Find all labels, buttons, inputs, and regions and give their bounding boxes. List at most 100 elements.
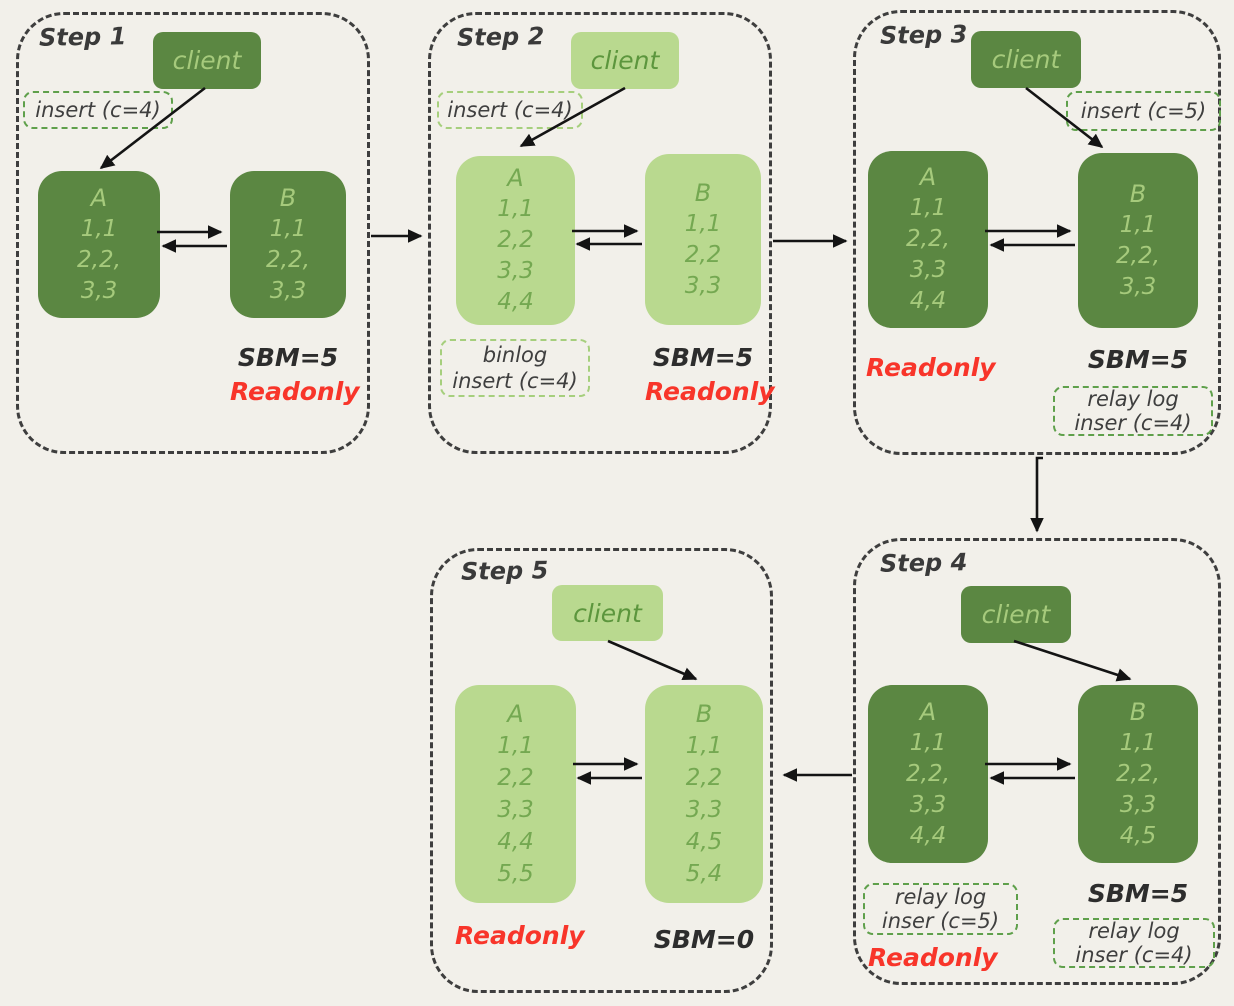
step-2-container: Step 2 client insert (c=4) A 1,1 2,2 3,3… [428, 12, 775, 454]
step-2-insert-tag: insert (c=4) [437, 91, 583, 129]
node-row: 2,2, [77, 246, 121, 273]
node-row: 1,1 [909, 729, 947, 756]
step-4-relay-log-a-tag: relay log inser (c=5) [863, 883, 1018, 935]
step-4-node-a: A 1,1 2,2, 3,3 4,4 [868, 685, 988, 863]
step-2-node-b: B 1,1 2,2 3,3 [645, 154, 761, 325]
node-row: 3,3 [80, 277, 118, 304]
step-3-insert-label: insert (c=5) [1080, 99, 1207, 123]
node-row: 3,3 [497, 258, 534, 284]
step-5-node-a: A 1,1 2,2 3,3 4,4 5,5 [455, 685, 576, 903]
node-title: A [919, 697, 937, 726]
node-title: A [90, 183, 108, 212]
node-row: 4,4 [909, 288, 947, 314]
node-row: 2,2, [906, 760, 950, 787]
relay-log-line: inser (c=4) [1074, 411, 1192, 435]
step-4-sbm-label: SBM=5 [1087, 879, 1189, 908]
node-row: 3,3 [684, 272, 722, 299]
step-2-readonly-label: Readonly [645, 377, 775, 406]
step-3-relay-log-tag: relay log inser (c=4) [1053, 386, 1213, 436]
step-1-node-b: B 1,1 2,2, 3,3 [230, 171, 346, 318]
binlog-line: binlog [482, 343, 548, 367]
step-2-insert-label: insert (c=4) [447, 98, 573, 122]
node-row: 1,1 [269, 215, 307, 242]
node-row: 2,2 [685, 765, 723, 791]
node-row: 4,4 [497, 829, 534, 855]
step-2-client-box: client [571, 32, 679, 89]
step-4-client-label: client [981, 600, 1051, 629]
node-title: A [919, 163, 937, 191]
node-title: B [1129, 179, 1147, 208]
node-row: 2,2 [497, 227, 534, 253]
step-1-client-label: client [172, 46, 242, 75]
node-title: B [279, 183, 297, 212]
step-1-sbm-label: SBM=5 [237, 343, 339, 372]
step-4-readonly-label: Readonly [868, 943, 998, 972]
step-5-node-b: B 1,1 2,2 3,3 4,5 5,4 [645, 685, 763, 903]
node-row: 1,1 [497, 196, 534, 222]
step-2-node-a: A 1,1 2,2 3,3 4,4 [456, 156, 575, 325]
binlog-line: insert (c=4) [452, 369, 578, 393]
node-row: 3,3 [909, 257, 947, 283]
node-title: A [507, 700, 524, 728]
step-3-title: Step 3 [879, 20, 968, 50]
node-row: 1,1 [909, 195, 947, 221]
node-row: 2,2, [906, 226, 950, 252]
step-4-node-b: B 1,1 2,2, 3,3 4,5 [1078, 685, 1198, 863]
node-row: 4,5 [685, 829, 723, 855]
node-row: 1,1 [80, 215, 118, 242]
step-2-title: Step 2 [456, 22, 545, 52]
step-1-node-a: A 1,1 2,2, 3,3 [38, 171, 160, 318]
step-5-readonly-label: Readonly [455, 921, 585, 950]
arrow-step3-to-step4 [1030, 456, 1044, 533]
node-row: 3,3 [269, 277, 307, 304]
step-3-node-a: A 1,1 2,2, 3,3 4,4 [868, 151, 988, 328]
node-row: 2,2 [497, 765, 534, 791]
node-row: 1,1 [685, 733, 723, 759]
step-3-insert-tag: insert (c=5) [1066, 91, 1221, 131]
step-4-client-box: client [961, 586, 1071, 643]
relay-log-line: relay log [1087, 387, 1179, 411]
step-1-insert-label: insert (c=4) [35, 98, 161, 122]
node-row: 2,2, [1116, 242, 1160, 269]
node-row: 3,3 [497, 797, 534, 823]
step-3-sbm-label: SBM=5 [1087, 345, 1189, 374]
step-1-insert-tag: insert (c=4) [23, 91, 173, 129]
step-2-binlog-tag: binlog insert (c=4) [440, 339, 590, 397]
node-row: 5,5 [497, 861, 534, 887]
node-row: 5,4 [685, 861, 723, 887]
node-row: 2,2, [1116, 760, 1160, 787]
step-1-title: Step 1 [38, 22, 127, 52]
step-4-title: Step 4 [879, 548, 968, 578]
node-row: 1,1 [1119, 729, 1157, 756]
step-4-container: Step 4 client A 1,1 2,2, 3,3 4,4 B 1,1 2… [853, 538, 1221, 985]
step-3-client-box: client [971, 31, 1081, 88]
node-row: 1,1 [1119, 211, 1157, 238]
node-row: 1,1 [684, 210, 722, 237]
node-title: A [507, 164, 524, 192]
node-row: 3,3 [685, 797, 723, 823]
node-row: 3,3 [909, 791, 947, 818]
node-row: 4,5 [1119, 822, 1157, 849]
node-title: B [1129, 697, 1147, 726]
step-5-client-label: client [573, 598, 642, 628]
node-row: 4,4 [909, 822, 947, 849]
step-2-sbm-label: SBM=5 [652, 343, 754, 372]
step-3-client-label: client [991, 45, 1061, 74]
step-1-container: Step 1 client insert (c=4) A 1,1 2,2, 3,… [16, 12, 370, 454]
relay-log-line: relay log [1088, 919, 1180, 943]
node-title: B [694, 178, 712, 207]
node-row: 1,1 [497, 733, 534, 759]
step-3-readonly-label: Readonly [866, 353, 996, 382]
node-title: B [695, 700, 713, 728]
step-1-readonly-label: Readonly [230, 377, 360, 406]
step-3-node-b: B 1,1 2,2, 3,3 [1078, 153, 1198, 328]
relay-log-line: inser (c=5) [881, 909, 1000, 933]
step-4-relay-log-b-tag: relay log inser (c=4) [1053, 918, 1215, 968]
node-row: 3,3 [1119, 273, 1157, 300]
step-1-client-box: client [153, 32, 261, 89]
step-2-client-label: client [590, 46, 660, 75]
step-5-sbm-label: SBM=0 [653, 925, 755, 954]
step-3-container: Step 3 client insert (c=5) A 1,1 2,2, 3,… [853, 10, 1221, 455]
node-row: 4,4 [497, 289, 534, 315]
